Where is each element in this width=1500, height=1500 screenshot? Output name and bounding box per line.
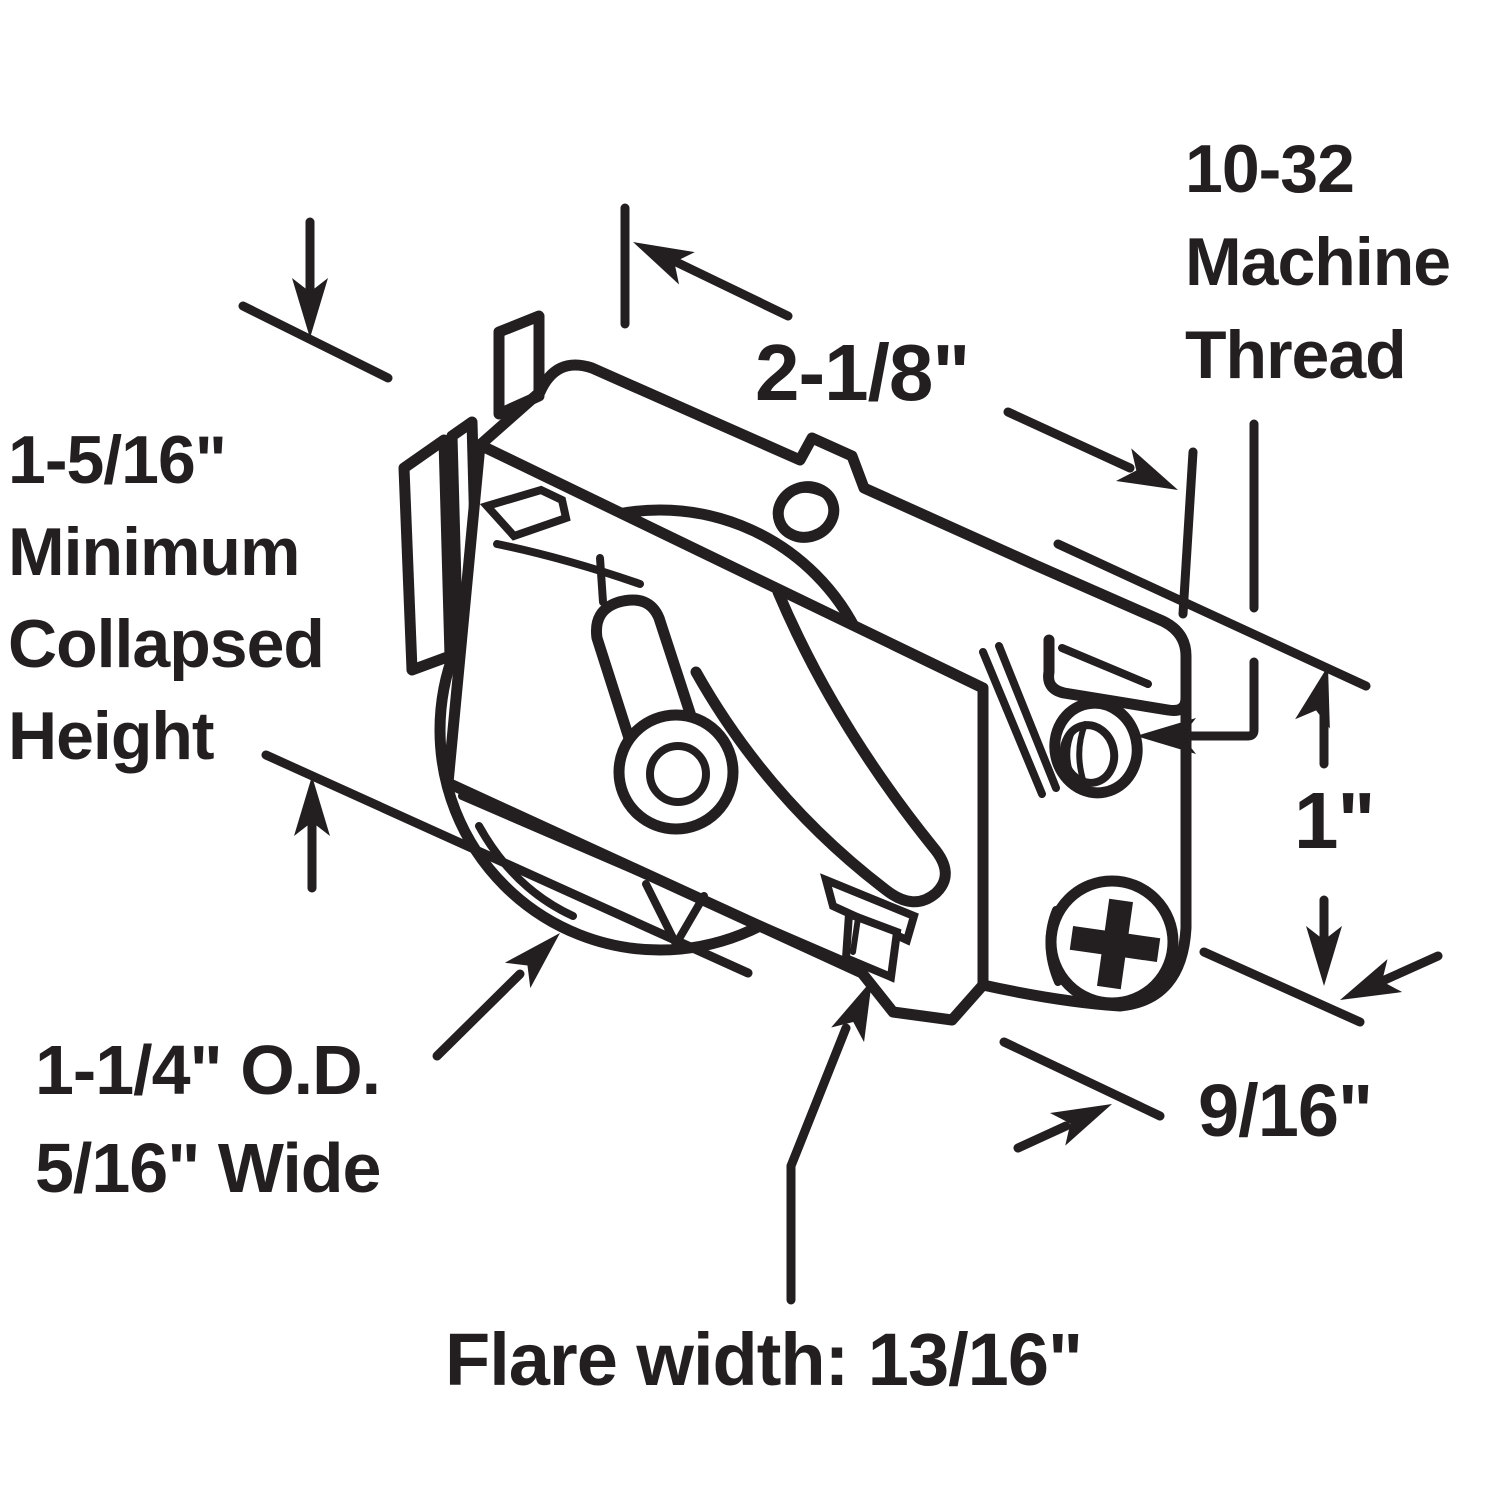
housing-bottom-inner-edge — [458, 792, 860, 970]
flare-leader-arrowhead — [831, 980, 872, 1043]
label-flare-width: Flare width: 13/16" — [445, 1318, 1082, 1401]
offset-lower-tick — [999, 1037, 1165, 1121]
dimension-labels: 1-5/16" Minimum Collapsed Height 2-1/8" … — [8, 131, 1451, 1401]
length-right-tick — [1178, 447, 1198, 619]
length-right-arrowhead — [1116, 448, 1178, 490]
label-body-length: 2-1/8" — [755, 328, 969, 417]
label-collapsed-height-line2: Minimum — [8, 514, 299, 590]
label-collapsed-height-line1: 1-5/16" — [8, 422, 226, 498]
roller-leader-arrowhead — [504, 933, 560, 989]
flare-leader-line — [786, 1023, 851, 1305]
collapsed-height-top-arrowhead — [292, 278, 328, 338]
top-oval-hole-highlight — [781, 487, 835, 503]
length-left-arrow-shaft — [667, 255, 793, 321]
offset-lower-arrow-shaft — [1013, 1121, 1071, 1153]
height-up-arrowhead — [1295, 666, 1330, 729]
label-roller-od: 1-1/4" O.D. — [35, 1031, 380, 1109]
offset-lower-arrowhead — [1050, 1104, 1112, 1146]
housing-top-edge-and-channel — [474, 359, 1192, 716]
top-extension-line — [1053, 539, 1371, 691]
roller-leader-shaft — [432, 969, 525, 1061]
phillips-cross-icon — [1069, 898, 1161, 990]
label-collapsed-height-line4: Height — [8, 698, 214, 774]
label-collapsed-height-line3: Collapsed — [8, 606, 324, 682]
label-edge-height: 1" — [1294, 776, 1374, 865]
thread-leader-line — [1153, 419, 1259, 741]
offset-upper-arrow-shaft — [1373, 951, 1443, 988]
back-plate-outer — [398, 434, 456, 676]
phillips-screw-edge — [1045, 906, 1062, 986]
height-down-arrowhead — [1306, 926, 1342, 986]
clip-tab-tick — [596, 554, 607, 606]
cam-swing-arm — [690, 586, 951, 908]
dimension-annotations — [238, 203, 1443, 1305]
channel-inner-line — [1058, 644, 1152, 688]
label-machine-thread-line2: Machine — [1185, 224, 1450, 300]
roller-wheel-inner-rim — [475, 822, 577, 920]
label-machine-thread-line1: 10-32 — [1185, 131, 1354, 207]
length-right-arrow-shaft — [1003, 407, 1135, 473]
part-drawing — [398, 310, 1192, 1026]
threaded-hole-thread-2 — [1076, 721, 1088, 786]
collapsed-height-bottom-tick — [261, 750, 753, 978]
offset-upper-arrowhead — [1340, 959, 1403, 1000]
collapsed-height-bottom-arrowhead — [294, 776, 330, 836]
collapsed-height-top-tick — [238, 301, 393, 383]
channel-lip-edge-1 — [979, 648, 1046, 798]
label-edge-offset: 9/16" — [1198, 1069, 1372, 1152]
threaded-hole-thread-1 — [1064, 727, 1076, 781]
channel-lip-edge-2 — [995, 642, 1060, 792]
label-machine-thread-line3: Thread — [1185, 317, 1406, 393]
clip-tab-flap — [479, 485, 571, 541]
label-roller-width: 5/16" Wide — [35, 1129, 380, 1207]
height-bottom-tick — [1199, 947, 1365, 1027]
clip-tab-curve — [493, 540, 644, 588]
flare-tab-fold — [850, 915, 861, 955]
length-left-arrowhead — [633, 242, 695, 285]
thread-leader-arrowhead — [1136, 718, 1196, 754]
cam-hub-inner — [646, 742, 710, 806]
flare-tab-flap — [820, 873, 919, 946]
